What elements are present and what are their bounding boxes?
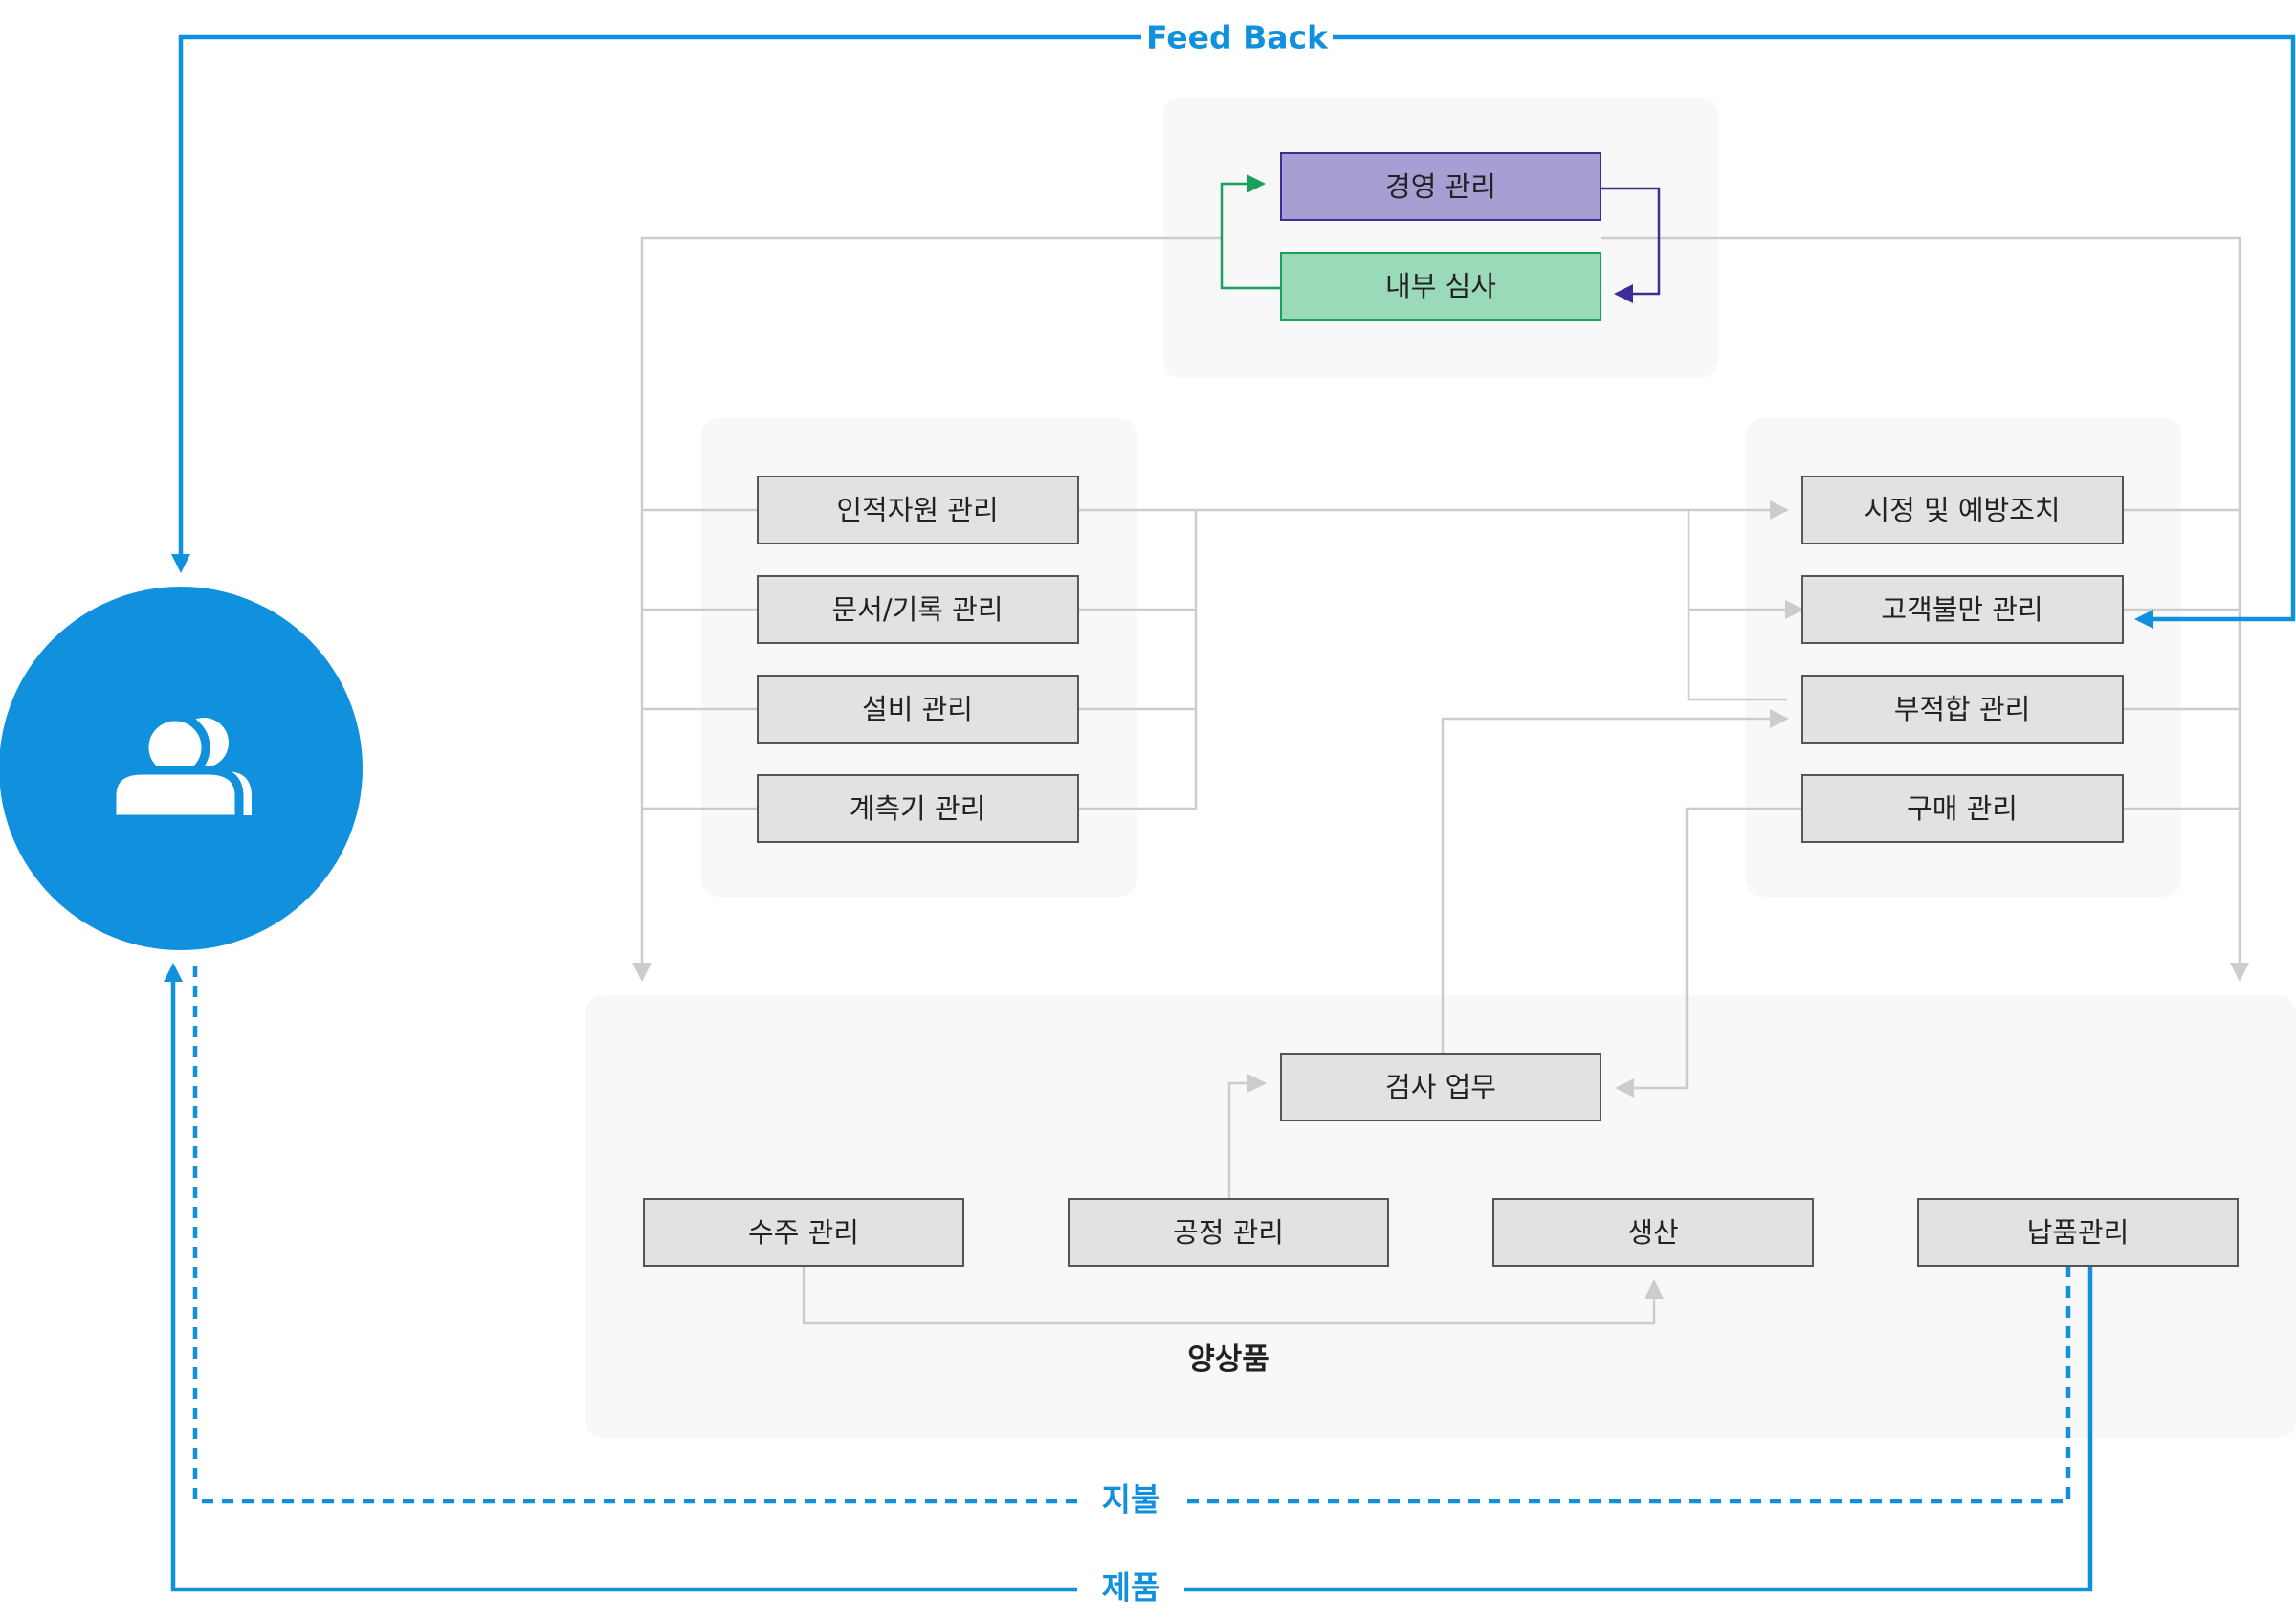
inspection-box: 검사 업무: [1280, 1053, 1601, 1121]
production-panel: [585, 995, 2296, 1438]
connector-product: [173, 966, 2093, 1592]
connector-right-rail-stubs: [2123, 508, 2240, 810]
connector-audit-to-management: [1220, 174, 1281, 290]
corrective-action-box: 시정 및 예방조치: [1801, 476, 2124, 544]
nonconformity-box-label: 부적합 관리: [1894, 693, 2031, 725]
order-box-label: 수주 관리: [748, 1216, 859, 1249]
hr-box-label: 인적자원 관리: [836, 494, 998, 526]
purchasing-box: 구매 관리: [1801, 774, 2124, 843]
connector-support-bus: [1078, 508, 1198, 810]
good-product-label: 양상품: [1187, 1343, 1269, 1377]
payment-label: 지불: [1102, 1481, 1160, 1519]
complaint-box-label: 고객불만 관리: [1881, 593, 2042, 626]
inspection-box-label: 검사 업무: [1385, 1071, 1496, 1103]
connector-order-to-production: [802, 1266, 1664, 1325]
document-box: 문서/기록 관리: [757, 575, 1079, 644]
management-box-label: 경영 관리: [1385, 170, 1496, 203]
purchasing-box-label: 구매 관리: [1907, 792, 2018, 825]
connector-purchasing-to-inspection: [1615, 807, 1802, 1098]
feedback-label: Feed Back: [1146, 19, 1329, 56]
connector-feedback-left: [171, 34, 1141, 573]
instrument-box: 계측기 관리: [757, 774, 1079, 843]
process-box-label: 공정 관리: [1173, 1216, 1284, 1249]
product-label: 제품: [1102, 1569, 1160, 1607]
order-box: 수주 관리: [643, 1198, 964, 1267]
document-box-label: 문서/기록 관리: [831, 593, 1003, 626]
equipment-box: 설비 관리: [757, 675, 1079, 744]
internal-audit-box: 내부 심사: [1280, 252, 1601, 321]
equipment-box-label: 설비 관리: [862, 693, 973, 725]
connector-management-to-audit: [1601, 187, 1661, 303]
connector-management-to-production-left: [632, 236, 1222, 982]
connector-feedback-right: [1333, 34, 2296, 629]
production-box: 생산: [1492, 1198, 1814, 1267]
corrective-action-box-label: 시정 및 예방조치: [1864, 494, 2060, 526]
instrument-box-label: 계측기 관리: [850, 792, 986, 825]
production-box-label: 생산: [1627, 1216, 1678, 1249]
management-box: 경영 관리: [1280, 152, 1601, 221]
connector-management-to-production-right: [1601, 236, 2249, 982]
connector-improvement-bus: [1687, 510, 1802, 701]
delivery-box-label: 납품관리: [2027, 1216, 2130, 1249]
delivery-box: 납품관리: [1917, 1198, 2239, 1267]
process-box: 공정 관리: [1068, 1198, 1389, 1267]
users-icon: [107, 712, 252, 824]
connector-process-to-inspection: [1227, 1074, 1267, 1199]
internal-audit-box-label: 내부 심사: [1385, 270, 1496, 302]
connector-inspection-to-nonconformity: [1441, 709, 1789, 1054]
complaint-box: 고객불만 관리: [1801, 575, 2124, 644]
hr-box: 인적자원 관리: [757, 476, 1079, 544]
connector-payment: [192, 958, 2071, 1504]
nonconformity-box: 부적합 관리: [1801, 675, 2124, 744]
